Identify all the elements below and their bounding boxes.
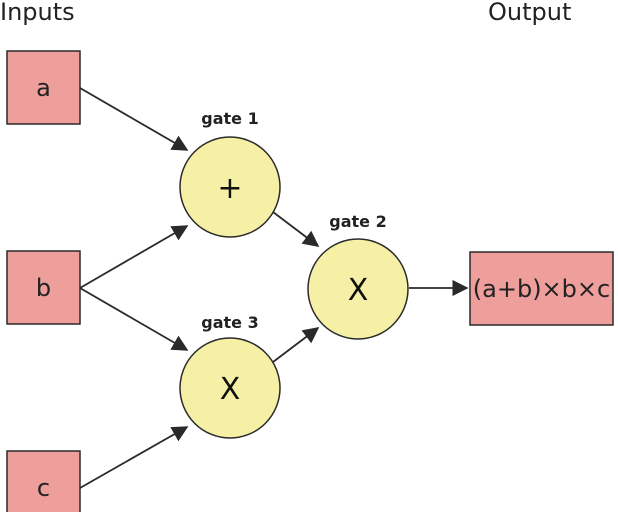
output-node: (a+b)×b×c bbox=[469, 251, 614, 326]
edge-b-gate3 bbox=[79, 287, 189, 351]
input-node-b: b bbox=[6, 250, 81, 325]
edge-gate3-gate2 bbox=[272, 327, 320, 363]
gate-2-operator: X bbox=[348, 273, 369, 308]
input-label-c: c bbox=[37, 474, 50, 502]
gate-node-3: gate 3 X bbox=[179, 313, 281, 439]
output-heading: Output bbox=[488, 0, 571, 26]
gate-1-circle bbox=[179, 136, 281, 238]
edge-gate1-gate2 bbox=[272, 211, 320, 247]
output-label: (a+b)×b×c bbox=[473, 275, 610, 303]
input-label-b: b bbox=[36, 274, 51, 302]
input-node-a: a bbox=[6, 50, 81, 125]
edge-c-gate3 bbox=[79, 426, 189, 489]
gate-2-label: gate 2 bbox=[329, 212, 386, 231]
gate-2-circle bbox=[307, 238, 409, 340]
input-box-a bbox=[6, 50, 81, 125]
edges bbox=[79, 87, 469, 489]
inputs-heading: Inputs bbox=[0, 0, 75, 26]
gate-3-operator: X bbox=[220, 372, 241, 407]
input-label-a: a bbox=[36, 74, 51, 102]
gate-3-circle bbox=[179, 337, 281, 439]
gate-1-label: gate 1 bbox=[201, 109, 258, 128]
input-box-b bbox=[6, 250, 81, 325]
input-node-c: c bbox=[6, 450, 81, 512]
input-box-c bbox=[6, 450, 81, 512]
gate-node-1: gate 1 + bbox=[179, 109, 281, 238]
edge-b-gate1 bbox=[79, 225, 189, 289]
gate-1-operator: + bbox=[217, 171, 242, 206]
gate-3-label: gate 3 bbox=[201, 313, 258, 332]
output-box bbox=[469, 251, 614, 326]
gate-node-2: gate 2 X bbox=[307, 212, 409, 340]
edge-a-gate1 bbox=[79, 87, 189, 151]
